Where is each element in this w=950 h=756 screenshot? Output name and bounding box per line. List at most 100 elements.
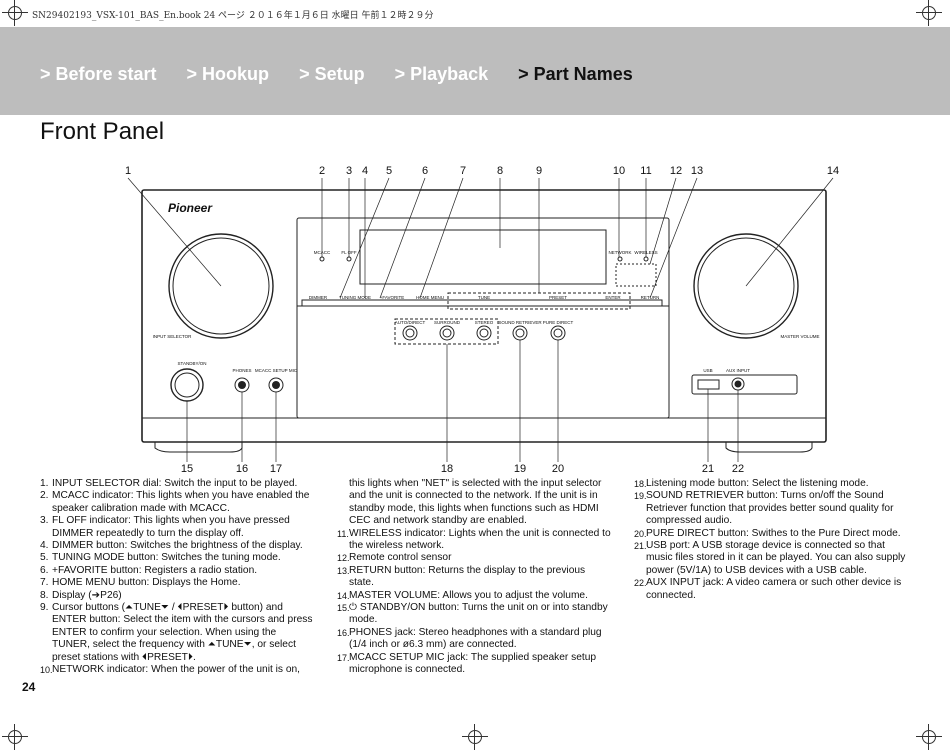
description-item: 19.SOUND RETRIEVER button: Turns on/off … bbox=[634, 490, 914, 527]
description-number: 16. bbox=[337, 627, 350, 638]
description-text: SOUND RETRIEVER button: Turns on/off the… bbox=[646, 490, 894, 527]
description-item: 1.INPUT SELECTOR dial: Switch the input … bbox=[40, 478, 315, 490]
label-tune: TUNE bbox=[478, 295, 490, 300]
description-text: MCACC SETUP MIC jack: The supplied speak… bbox=[349, 651, 597, 676]
label-network: NETWORK bbox=[609, 250, 632, 255]
label-favorite: +FAVORITE bbox=[380, 295, 405, 300]
section-navigation: > Before start > Hookup > Setup > Playba… bbox=[40, 64, 663, 85]
callout-8: 8 bbox=[497, 165, 503, 177]
label-mcacc: MCACC bbox=[314, 250, 331, 255]
description-item: 21.USB port: A USB storage device is con… bbox=[634, 540, 914, 577]
page-number: 24 bbox=[22, 680, 36, 694]
description-number: 4. bbox=[40, 540, 49, 552]
nav-part-names[interactable]: > Part Names bbox=[518, 64, 633, 84]
pure-direct-button bbox=[550, 325, 566, 341]
description-item: 7.HOME MENU button: Displays the Home. bbox=[40, 577, 315, 589]
description-item: 22.AUX INPUT jack: A video camera or suc… bbox=[634, 577, 914, 602]
description-number: 6. bbox=[40, 564, 49, 576]
description-text: TUNING MODE button: Switches the tuning … bbox=[52, 552, 281, 564]
label-mcacc-setup-mic: MCACC SETUP MIC bbox=[255, 368, 298, 373]
callout-16: 16 bbox=[236, 463, 248, 475]
foot-right bbox=[725, 442, 813, 453]
description-text: RETURN button: Returns the display to th… bbox=[349, 564, 586, 589]
description-item: 12.Remote control sensor bbox=[337, 552, 612, 564]
description-number: 20. bbox=[634, 528, 647, 539]
nav-setup[interactable]: > Setup bbox=[299, 64, 365, 84]
description-item: 4.DIMMER button: Switches the brightness… bbox=[40, 540, 315, 552]
description-item: this lights when "NET" is selected with … bbox=[337, 478, 612, 528]
callout-21: 21 bbox=[702, 463, 714, 475]
sound-retriever-button bbox=[512, 325, 528, 341]
callout-5: 5 bbox=[386, 165, 392, 177]
description-item: 17.MCACC SETUP MIC jack: The supplied sp… bbox=[337, 652, 612, 677]
cursor-group-outline bbox=[447, 292, 631, 310]
description-number: 8. bbox=[40, 589, 49, 601]
description-text: FL OFF indicator: This lights when you h… bbox=[52, 515, 290, 539]
description-number: 1. bbox=[40, 478, 49, 489]
description-item: 10.NETWORK indicator: When the power of … bbox=[40, 664, 315, 676]
fl-off-indicator bbox=[346, 256, 352, 262]
description-item: 11.WIRELESS indicator: Lights when the u… bbox=[337, 528, 612, 553]
callout-18: 18 bbox=[441, 463, 453, 475]
description-text: this lights when "NET" is selected with … bbox=[349, 478, 602, 527]
crop-mark-top-right bbox=[916, 0, 942, 26]
description-text: INPUT SELECTOR dial: Switch the input to… bbox=[52, 478, 298, 489]
label-fl-off: FL OFF bbox=[341, 250, 357, 255]
description-number: 12. bbox=[337, 553, 350, 564]
brand-logo: Pioneer bbox=[168, 201, 213, 215]
description-column-1: 1.INPUT SELECTOR dial: Switch the input … bbox=[40, 478, 315, 677]
master-volume-knob bbox=[693, 233, 799, 339]
description-number: 7. bbox=[40, 577, 49, 589]
description-text: ⏻ STANDBY/ON button: Turns the unit on o… bbox=[349, 602, 608, 626]
callout-7: 7 bbox=[460, 165, 466, 177]
foot-left bbox=[154, 442, 243, 453]
navigation-band bbox=[0, 27, 950, 115]
nav-before-start[interactable]: > Before start bbox=[40, 64, 157, 84]
description-item: 16.PHONES jack: Stereo headphones with a… bbox=[337, 627, 612, 652]
callout-19: 19 bbox=[514, 463, 526, 475]
description-item: 3.FL OFF indicator: This lights when you… bbox=[40, 515, 315, 540]
description-number: 19. bbox=[634, 491, 647, 502]
standby-button bbox=[170, 368, 204, 402]
crop-mark-top-left bbox=[2, 0, 28, 26]
callout-2: 2 bbox=[319, 165, 325, 177]
receiver-chassis bbox=[141, 189, 827, 443]
nav-playback[interactable]: > Playback bbox=[394, 64, 489, 84]
print-header: SN29402193_VSX-101_BAS_En.book 24 ページ ２０… bbox=[32, 11, 434, 21]
network-indicator bbox=[617, 256, 623, 262]
page-title: Front Panel bbox=[40, 118, 165, 145]
label-sound-retriever: SOUND RETRIEVER bbox=[498, 320, 542, 325]
label-preset: PRESET bbox=[549, 295, 567, 300]
description-number: 10. bbox=[40, 665, 53, 676]
description-text: Listening mode button: Select the listen… bbox=[646, 478, 869, 489]
label-pure-direct: PURE DIRECT bbox=[543, 320, 574, 325]
description-text: MASTER VOLUME: Allows you to adjust the … bbox=[349, 589, 588, 601]
callout-12: 12 bbox=[670, 165, 682, 177]
callout-9: 9 bbox=[536, 165, 542, 177]
label-phones: PHONES bbox=[232, 368, 251, 373]
callout-22: 22 bbox=[732, 463, 744, 475]
description-text: PURE DIRECT button: Swithes to the Pure … bbox=[646, 527, 901, 539]
description-text: AUX INPUT jack: A video camera or such o… bbox=[646, 577, 902, 601]
description-item: 20.PURE DIRECT button: Swithes to the Pu… bbox=[634, 528, 914, 540]
callout-1: 1 bbox=[125, 165, 131, 177]
label-master-volume: MASTER VOLUME bbox=[780, 334, 819, 339]
input-selector-knob bbox=[168, 233, 274, 339]
description-number: 21. bbox=[634, 541, 647, 552]
nav-hookup[interactable]: > Hookup bbox=[186, 64, 270, 84]
label-usb: USB bbox=[703, 368, 712, 373]
description-number: 18. bbox=[634, 479, 647, 489]
description-text: NETWORK indicator: When the power of the… bbox=[52, 664, 301, 676]
description-number: 22. bbox=[634, 578, 647, 589]
description-number: 13. bbox=[337, 565, 350, 576]
callout-13: 13 bbox=[691, 165, 703, 177]
description-text: USB port: A USB storage device is connec… bbox=[646, 540, 906, 576]
label-tuning-mode: TUNING MODE bbox=[339, 295, 371, 300]
callout-17: 17 bbox=[270, 463, 282, 475]
description-item: 13.RETURN button: Returns the display to… bbox=[337, 565, 612, 590]
description-number: 17. bbox=[337, 652, 350, 663]
label-aux-input: AUX INPUT bbox=[726, 368, 750, 373]
callout-3: 3 bbox=[346, 165, 352, 177]
label-auto-direct: AUTO/DIRECT bbox=[395, 320, 426, 325]
front-panel-diagram: Pioneer 1 2 3 4 5 6 7 8 9 10 11 12 13 14… bbox=[125, 165, 839, 475]
